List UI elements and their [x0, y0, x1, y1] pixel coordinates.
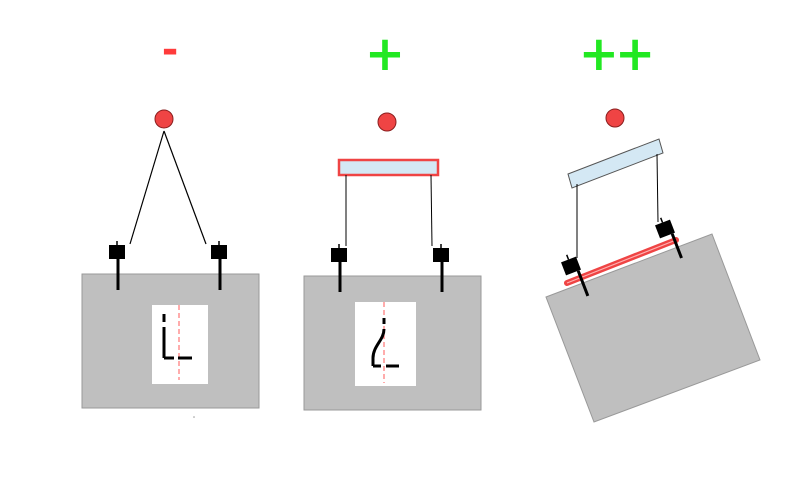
inset-view	[152, 305, 208, 384]
load-box	[545, 233, 761, 423]
inset-view	[355, 302, 416, 386]
crane-hook	[605, 108, 625, 128]
sling-leg-right	[163, 130, 207, 245]
sling-leg-left	[129, 130, 165, 245]
clamp-right	[211, 241, 227, 290]
clamp-right	[655, 217, 683, 259]
clamp-right	[433, 244, 449, 292]
clamp-left	[109, 241, 125, 290]
drop-line-right	[656, 153, 659, 223]
panel-right	[545, 108, 761, 423]
clamp-left	[331, 244, 347, 292]
rating-left: -	[161, 27, 179, 73]
spreader-beam	[337, 158, 440, 177]
crane-hook	[154, 109, 174, 129]
panel-left	[81, 109, 260, 418]
spreader-beam	[567, 138, 664, 189]
drop-line-right	[430, 174, 433, 247]
panel-middle	[303, 112, 482, 411]
rating-middle: +	[364, 26, 406, 82]
clamp-left	[561, 254, 590, 297]
crane-hook	[377, 112, 397, 132]
rating-right: ++	[578, 26, 655, 82]
